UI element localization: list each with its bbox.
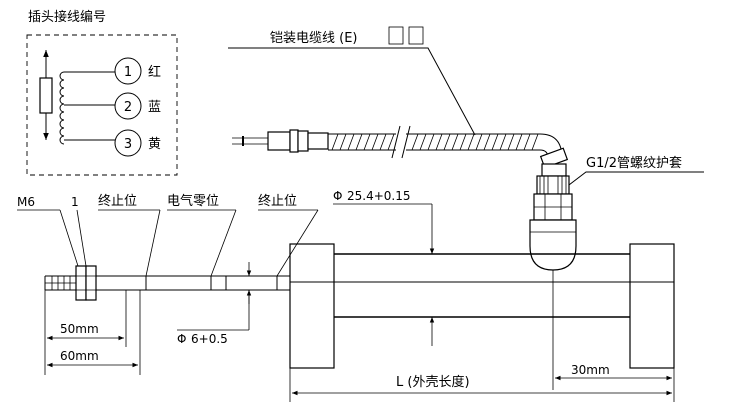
- dia-25-value: 25.4+0.15: [347, 189, 411, 203]
- rod-callouts: M6 1 终止位 电气零位 终止位: [17, 193, 319, 277]
- plug-wiring-box: 插头接线编号 1 红 2 蓝 3 黄: [26, 9, 178, 176]
- right-flange: [629, 243, 675, 369]
- cable-connector: [267, 131, 291, 151]
- pin-1: 1 红: [114, 57, 161, 85]
- pin-2-number: 2: [124, 100, 132, 115]
- stop-right-label: 终止位: [258, 193, 297, 209]
- pin-3-number: 3: [124, 137, 132, 152]
- sensor-housing: [289, 243, 675, 369]
- armor-hatching: [331, 133, 539, 151]
- armored-cable: [232, 125, 569, 177]
- dim-30mm: 30mm: [555, 363, 672, 381]
- pin-2: 2 蓝: [114, 92, 161, 120]
- dim-60mm: 60mm: [47, 349, 138, 368]
- armored-cable-label: 铠装电缆线 (E): [270, 30, 358, 46]
- push-rod: [44, 265, 290, 301]
- item-1-label: 1: [71, 195, 79, 209]
- m6-nut-1: [75, 265, 87, 301]
- electrical-zero-label: 电气零位: [167, 193, 219, 209]
- blank-box-1: [388, 26, 404, 45]
- dim-diameter-6: Φ 6+0.5: [177, 262, 252, 346]
- dia-6-value: 6+0.5: [191, 332, 228, 346]
- pin-3: 3 黄: [114, 129, 161, 157]
- pin-2-color: 蓝: [148, 100, 161, 115]
- resistor-symbol: [39, 77, 53, 114]
- plug-box-border: [26, 34, 178, 176]
- pin-3-color: 黄: [148, 137, 161, 152]
- blank-box-2: [408, 26, 424, 45]
- dim-30-label: 30mm: [571, 363, 610, 377]
- coil-symbol: [59, 71, 65, 145]
- dim-50-label: 50mm: [60, 322, 99, 336]
- thread-sleeve-label: G1/2管螺纹护套: [586, 155, 682, 171]
- length-L-label: L (外壳长度): [396, 374, 470, 390]
- dia-6-symbol: Φ: [177, 332, 186, 346]
- dia-25-symbol: Φ: [333, 189, 342, 203]
- stop-left-label: 终止位: [98, 193, 137, 209]
- armored-cable-leader: [228, 47, 476, 136]
- pin-1-number: 1: [124, 65, 132, 80]
- thread-sleeve-callout: G1/2管螺纹护套: [564, 155, 704, 189]
- pin-1-color: 红: [148, 64, 161, 80]
- dim-diameter-25: Φ 25.4+0.15: [333, 189, 435, 346]
- dim-50mm: 50mm: [44, 290, 141, 375]
- plug-box-title: 插头接线编号: [28, 9, 106, 25]
- left-flange: [289, 243, 335, 369]
- m6-label: M6: [17, 195, 35, 209]
- dim-length-L: L (外壳长度): [289, 270, 675, 402]
- thread-sleeve: [529, 175, 577, 271]
- thread-sleeve-leader: [564, 171, 704, 189]
- m6-nut-2: [85, 265, 97, 301]
- dim-60-label: 60mm: [60, 349, 99, 363]
- sleeve-boss: [529, 219, 577, 271]
- armored-cable-callout: 铠装电缆线 (E): [228, 26, 476, 136]
